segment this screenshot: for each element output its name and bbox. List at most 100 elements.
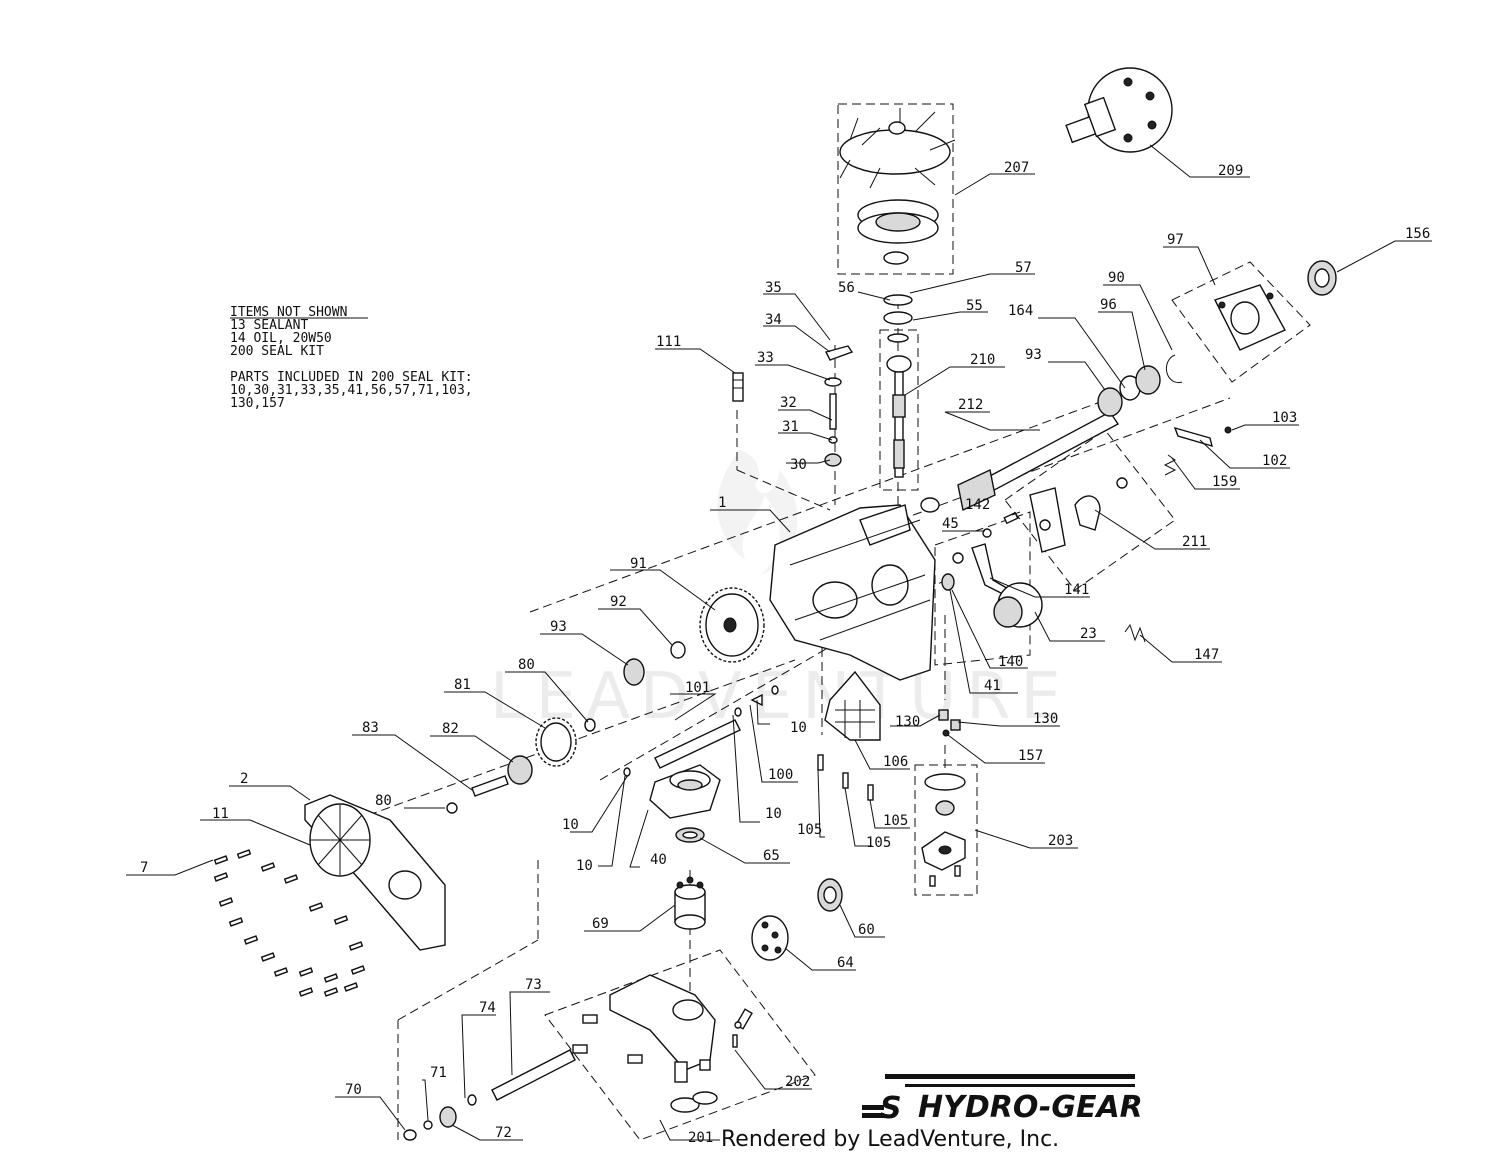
pin-part — [982, 528, 992, 538]
callout-label: 74 — [479, 1000, 496, 1016]
group-boxes — [544, 103, 1311, 1141]
ring-part — [734, 707, 742, 717]
cover-bolts — [213, 849, 366, 997]
callout-label: 30 — [790, 457, 807, 473]
logo-text: HYDRO-GEAR — [918, 1090, 1143, 1125]
center-section-part — [572, 974, 718, 1113]
axle-housing-part — [1214, 284, 1286, 351]
logo-mark: S — [880, 1091, 902, 1126]
callout-label: 60 — [858, 922, 875, 938]
callout-label: 101 — [685, 680, 710, 696]
callout-label: 130 — [895, 714, 920, 730]
hydro-gear-logo: S HYDRO-GEAR ® — [862, 1074, 1143, 1126]
items-not-shown-note: ITEMS NOT SHOWN 13 SEALANT 14 OIL, 20W50… — [230, 305, 473, 411]
callout-label: 69 — [592, 916, 609, 932]
callout-label: 41 — [984, 678, 1001, 694]
callout-label: 164 — [1008, 303, 1033, 319]
callout-label: 31 — [782, 419, 799, 435]
thrust-bearing-part — [675, 827, 705, 843]
o-ring-part — [942, 729, 950, 737]
gear-part — [699, 587, 765, 663]
callout-label: 141 — [1064, 582, 1089, 598]
plug-part — [938, 709, 949, 721]
input-shaft-part — [886, 355, 912, 478]
washer-part — [952, 552, 964, 564]
callout-label: 105 — [797, 822, 822, 838]
callout-label: 106 — [883, 754, 908, 770]
callout-label: 203 — [1048, 833, 1073, 849]
ring-part — [771, 685, 779, 695]
note-line: 200 SEAL KIT — [230, 344, 324, 359]
callout-label: 130 — [1033, 711, 1058, 727]
check-valve-parts — [732, 1008, 753, 1048]
callout-label: 11 — [212, 806, 229, 822]
callout-label: 90 — [1108, 270, 1125, 286]
callout-label: 207 — [1004, 160, 1029, 176]
callout-label: 105 — [866, 835, 891, 851]
callout-label: 55 — [966, 298, 983, 314]
fan-pulley-part — [839, 108, 956, 265]
retaining-ring-part — [1165, 354, 1183, 384]
callout-label: 93 — [550, 619, 567, 635]
callout-label: 111 — [656, 334, 681, 350]
callout-label: 35 — [765, 280, 782, 296]
callout-label: 105 — [883, 813, 908, 829]
callout-label: 102 — [1262, 453, 1287, 469]
callout-label: 211 — [1182, 534, 1207, 550]
seal-part — [883, 311, 913, 325]
callout-label: 23 — [1080, 626, 1097, 642]
side-cover-part — [304, 794, 446, 951]
plug-part — [950, 719, 961, 731]
ring-part — [423, 1120, 433, 1130]
spring-part — [1124, 623, 1146, 643]
bypass-rod-parts — [824, 345, 854, 467]
retaining-ring-part — [883, 294, 913, 306]
ring-part — [467, 1094, 477, 1106]
callout-label: 56 — [838, 280, 855, 296]
axle-shaft-part — [920, 411, 1120, 513]
callout-label: 81 — [454, 677, 471, 693]
countershaft-part — [654, 719, 741, 769]
motor-thrust-bearing-part — [817, 878, 843, 912]
callout-label: 32 — [780, 395, 797, 411]
callout-label: 70 — [345, 1082, 362, 1098]
callout-label: 103 — [1272, 410, 1297, 426]
callout-label: 73 — [525, 977, 542, 993]
callout-label: 10 — [790, 720, 807, 736]
callout-label: 40 — [650, 852, 667, 868]
callout-label: 140 — [998, 654, 1023, 670]
gear-part — [439, 1106, 457, 1128]
callout-label: 71 — [430, 1065, 447, 1081]
callout-label: 10 — [562, 817, 579, 833]
callout-label: 57 — [1015, 260, 1032, 276]
bull-gear-part — [535, 717, 577, 767]
callout-label: 7 — [140, 860, 148, 876]
callout-label: 97 — [1167, 232, 1184, 248]
motor-cylinder-block-part — [751, 915, 789, 961]
seal-part — [941, 573, 955, 591]
callout-label: 45 — [942, 516, 959, 532]
callout-label: 91 — [630, 556, 647, 572]
pinion-gear-part — [507, 755, 533, 785]
callout-label: 83 — [362, 720, 379, 736]
axle-hub-part — [1065, 67, 1173, 153]
callout-label: 209 — [1218, 163, 1243, 179]
brake-linkage-parts — [1116, 426, 1232, 489]
seal-part — [1135, 365, 1161, 395]
washer-part — [446, 802, 458, 814]
brake-arm-part — [1029, 487, 1101, 553]
callout-label: 80 — [375, 793, 392, 809]
gear-shaft-part — [471, 775, 509, 797]
callout-label: 80 — [518, 657, 535, 673]
callout-label: 92 — [610, 594, 627, 610]
callout-label: 147 — [1194, 647, 1219, 663]
callout-label: 157 — [1018, 748, 1043, 764]
ring-part — [623, 767, 631, 777]
note-line: 10,30,31,33,35,41,56,57,71,103, — [230, 383, 473, 398]
note-heading: ITEMS NOT SHOWN — [230, 305, 347, 320]
swashplate-part — [649, 764, 721, 819]
callout-label: 72 — [495, 1125, 512, 1141]
callout-label: 142 — [965, 497, 990, 513]
callout-label: 65 — [763, 848, 780, 864]
